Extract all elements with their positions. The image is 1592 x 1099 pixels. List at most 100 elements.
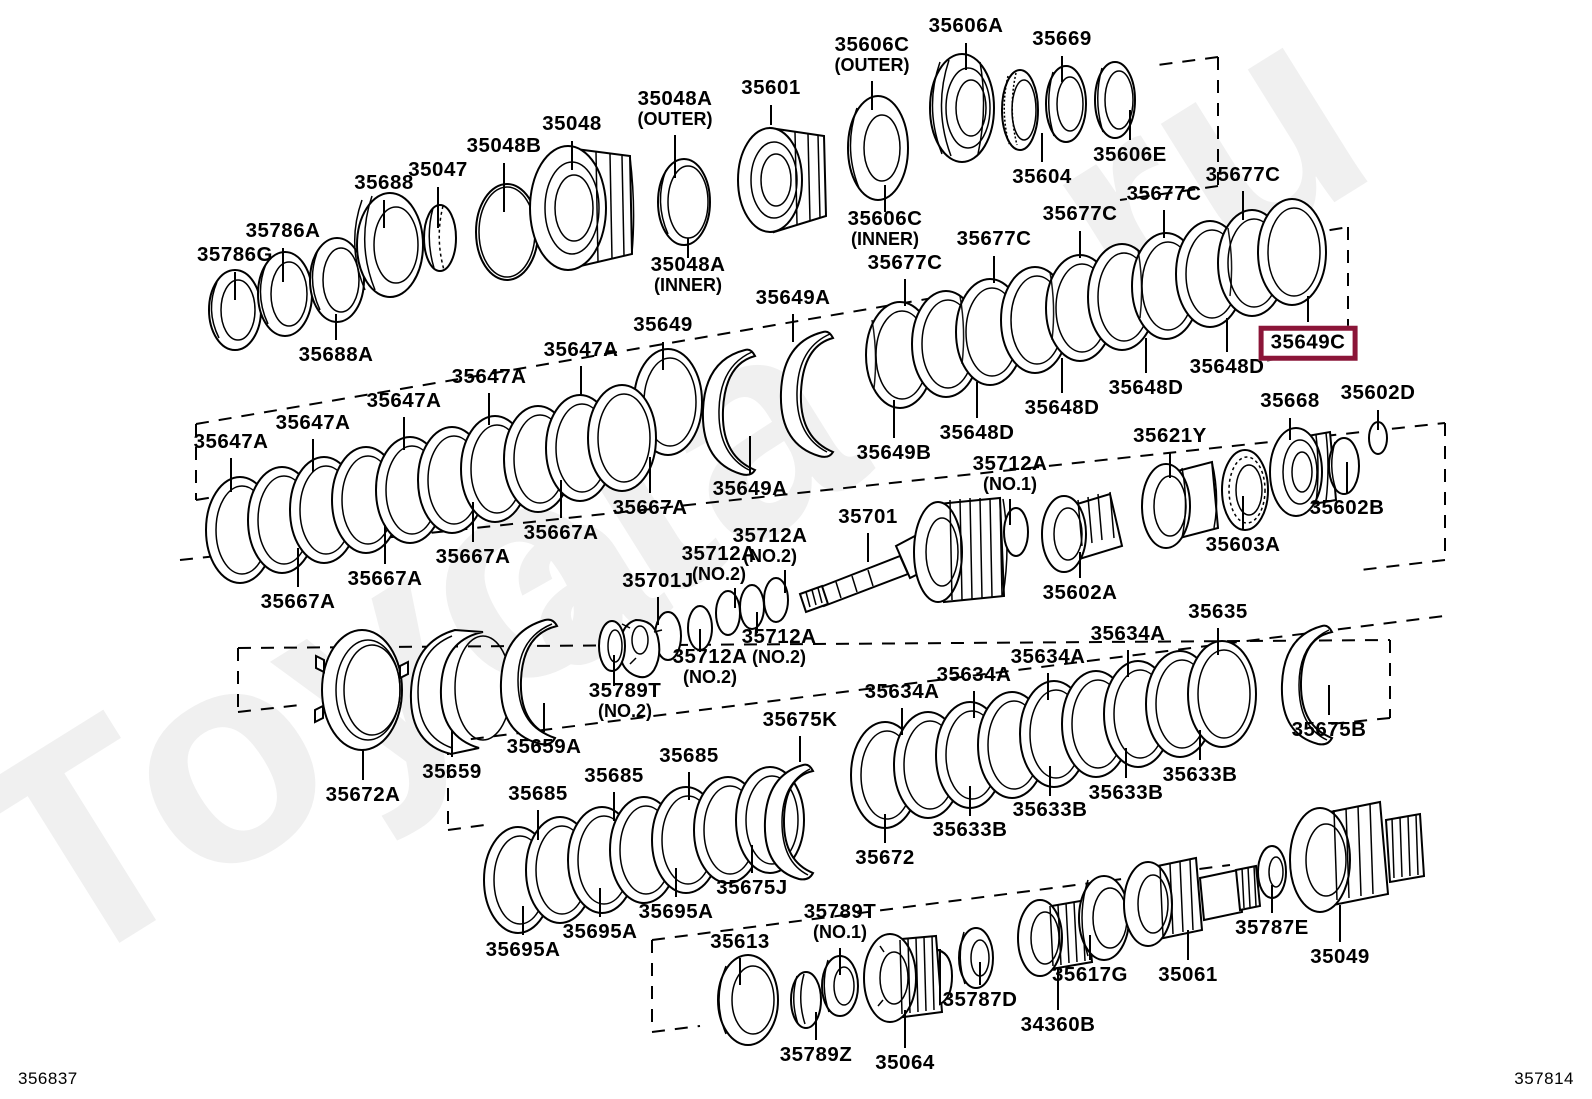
part-number-text: 35634A <box>1010 645 1086 669</box>
part-label-qualifier: (NO.1) <box>813 921 867 942</box>
part-35049 <box>1289 800 1426 913</box>
part-label-35712a: 35712A(NO.2) <box>682 543 757 583</box>
part-label-35677c: 35677C <box>1206 164 1281 186</box>
page-number-right: 357814 <box>1514 1069 1574 1088</box>
part-label-35048b: 35048B <box>467 135 542 157</box>
part-label-qualifier: (INNER) <box>654 274 722 295</box>
part-number-text: 35647A <box>193 430 269 454</box>
part-label-35647a: 35647A <box>367 390 442 412</box>
part-label-35672: 35672 <box>855 847 915 869</box>
part-number-text: 35667A <box>435 545 511 569</box>
part-number-text: 35672A <box>325 783 401 807</box>
part-label-qualifier: (INNER) <box>851 228 919 249</box>
part-number-text: 35601 <box>741 76 801 100</box>
part-number-text: 35633B <box>932 818 1008 842</box>
part-number-text: 35621Y <box>1133 424 1207 448</box>
part-35048 <box>529 145 635 271</box>
part-number-text: 35606C <box>847 206 923 230</box>
part-label-35647a: 35647A <box>276 412 351 434</box>
part-number-text: 35647A <box>275 411 351 435</box>
part-label-35648d: 35648D <box>1190 356 1265 378</box>
part-label-35675j: 35675J <box>716 877 787 899</box>
part-label-35786a: 35786A <box>246 220 321 242</box>
part-number-text: 35633B <box>1162 763 1238 787</box>
part-number-text: 35603A <box>1205 533 1281 557</box>
part-label-35633b: 35633B <box>1089 782 1164 804</box>
part-label-35633b: 35633B <box>1163 764 1238 786</box>
part-label-35675b: 35675B <box>1292 719 1367 741</box>
part-number-text: 35659A <box>506 735 582 759</box>
part-number-text: 35649C <box>1270 330 1346 354</box>
part-label-35633b: 35633B <box>1013 799 1088 821</box>
part-number-text: 35675K <box>762 708 838 732</box>
part-label-35633b: 35633B <box>933 819 1008 841</box>
part-35789Z <box>790 971 822 1029</box>
part-number-text: 35712A <box>681 541 757 565</box>
part-35712A-no2-group <box>654 577 789 661</box>
part-label-35677c: 35677C <box>957 228 1032 250</box>
part-number-text: 35606C <box>834 32 910 56</box>
part-number-text: 35648D <box>1024 396 1100 420</box>
part-number-text: 35688A <box>298 343 374 367</box>
part-number-text: 35688 <box>354 171 414 195</box>
part-35602A <box>1041 491 1124 573</box>
part-number-text: 35649A <box>712 477 788 501</box>
part-label-35659a: 35659A <box>507 736 582 758</box>
part-number-text: 35712A <box>972 451 1048 475</box>
part-number-text: 35617G <box>1052 963 1128 987</box>
part-number-text: 35669 <box>1032 27 1092 51</box>
part-35061 <box>1123 856 1262 947</box>
part-label-35647a: 35647A <box>194 431 269 453</box>
part-label-34360b: 34360B <box>1021 1014 1096 1036</box>
part-label-35604: 35604 <box>1012 166 1072 188</box>
part-number-text: 35789T <box>803 899 877 923</box>
part-35669 <box>1045 65 1087 143</box>
part-35668 <box>1269 427 1338 517</box>
group-outline-row1 <box>1119 56 1219 201</box>
part-number-text: 35677C <box>1042 202 1118 226</box>
part-35604 <box>1001 69 1039 151</box>
part-35659A <box>499 618 559 746</box>
part-label-qualifier: (NO.2) <box>752 646 806 667</box>
part-number-text: 35675J <box>716 876 788 900</box>
part-number-text: 35649A <box>755 286 831 310</box>
part-label-qualifier: (OUTER) <box>834 54 910 75</box>
part-number-text: 35695A <box>638 900 714 924</box>
part-35048A-outer <box>657 158 711 246</box>
part-35603A <box>1221 449 1269 531</box>
part-number-text: 35677C <box>956 227 1032 251</box>
part-label-35634a: 35634A <box>1091 623 1166 645</box>
part-label-35649c[interactable]: 35649C <box>1258 325 1358 361</box>
part-number-text: 35633B <box>1088 781 1164 805</box>
part-35649A-1 <box>701 348 757 476</box>
part-number-text: 35649B <box>856 441 932 465</box>
part-label-35712a: 35712A(NO.1) <box>973 453 1048 493</box>
part-number-text: 35602D <box>1340 381 1416 405</box>
part-number-text: 35634A <box>936 663 1012 687</box>
part-label-35602d: 35602D <box>1341 382 1416 404</box>
part-number-text: 35606E <box>1093 143 1167 167</box>
part-number-text: 35048A <box>637 86 713 110</box>
part-number-text: 35786A <box>245 219 321 243</box>
part-number-text: 35667A <box>612 496 688 520</box>
part-number-text: 35647A <box>451 365 527 389</box>
part-35649A-2 <box>779 330 835 458</box>
part-label-35606c: 35606C(INNER) <box>848 208 923 248</box>
part-label-35701: 35701 <box>838 506 898 528</box>
part-number-text: 35648D <box>1108 376 1184 400</box>
part-label-35621y: 35621Y <box>1133 425 1207 447</box>
part-number-text: 35064 <box>875 1051 935 1075</box>
part-number-text: 35649 <box>633 313 693 337</box>
part-label-35675k: 35675K <box>763 709 838 731</box>
part-label-35787d: 35787D <box>943 989 1018 1011</box>
part-label-35685: 35685 <box>508 783 568 805</box>
part-label-35647a: 35647A <box>544 339 619 361</box>
part-number-text: 35049 <box>1310 945 1370 969</box>
part-label-35606e: 35606E <box>1093 144 1167 166</box>
part-number-text: 35613 <box>710 930 770 954</box>
part-35688 <box>354 192 424 298</box>
part-label-35602a: 35602A <box>1043 582 1118 604</box>
part-35672A <box>314 629 409 751</box>
part-number-text: 35667A <box>523 521 599 545</box>
